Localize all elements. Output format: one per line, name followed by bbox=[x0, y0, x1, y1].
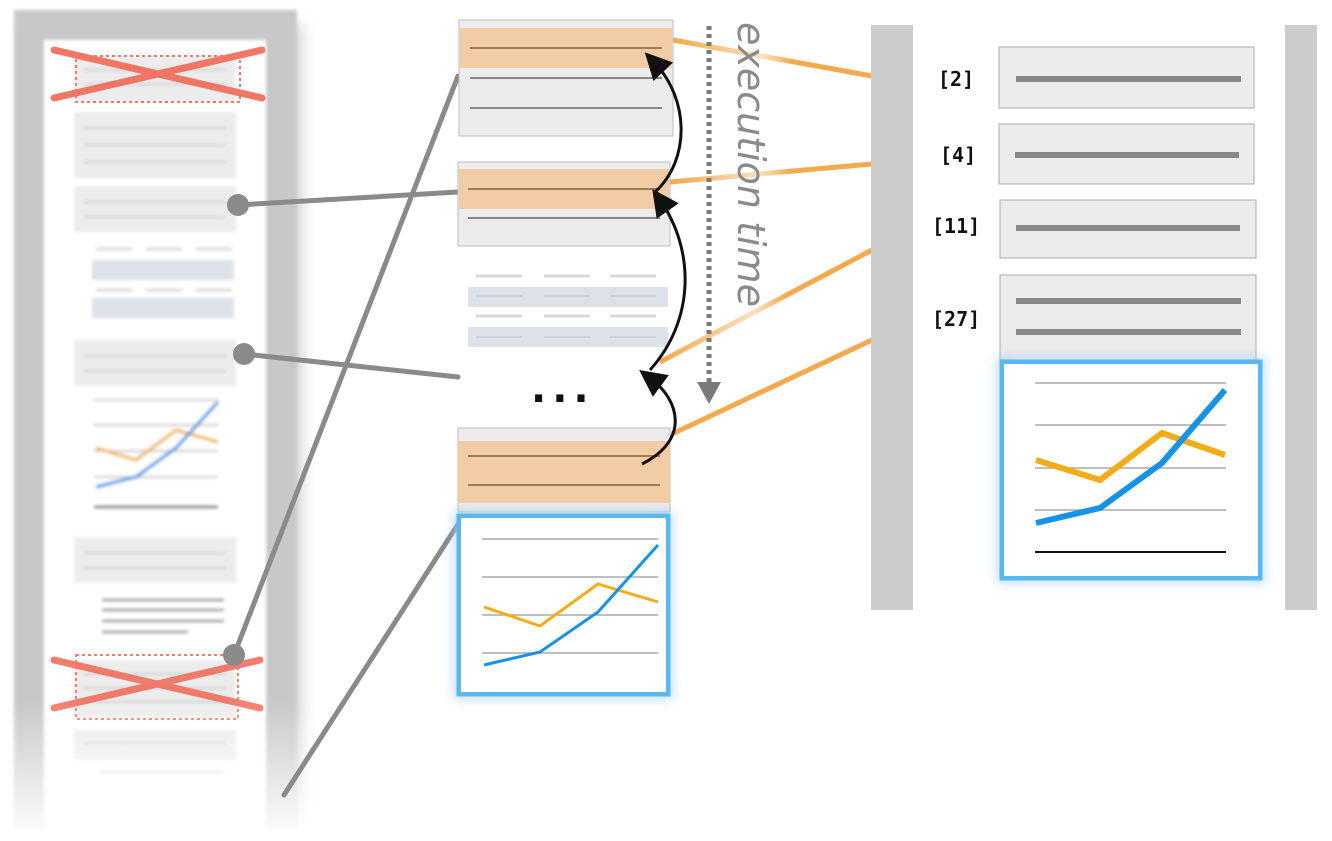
cell-label-11: [11] bbox=[932, 214, 980, 238]
gray-connectors bbox=[231, 73, 465, 798]
notebook-cell bbox=[74, 340, 236, 386]
full-notebook bbox=[0, 10, 330, 841]
execution-trace: ... execution time bbox=[456, 19, 773, 697]
trace-chart-series-yellow bbox=[483, 582, 659, 628]
execution-time-label: execution time bbox=[729, 22, 773, 307]
notebook-chart-output bbox=[94, 399, 220, 509]
orange-link-cell-27 bbox=[670, 337, 874, 437]
trace-table-output bbox=[468, 274, 668, 347]
execution-order-arrows bbox=[639, 52, 687, 466]
cell-label-4: [4] bbox=[940, 143, 976, 167]
notebook-cell bbox=[74, 537, 236, 583]
arrow-to-cell-2 bbox=[648, 188, 687, 372]
orange-link-cell-4 bbox=[669, 161, 873, 185]
orange-link-cell-2 bbox=[672, 37, 873, 79]
sliced-cell-27 bbox=[999, 274, 1257, 362]
connector-dots bbox=[223, 194, 255, 666]
connector-chart bbox=[281, 515, 465, 798]
arrow-to-cell-1 bbox=[644, 52, 683, 194]
sliced-chart-output[interactable] bbox=[999, 359, 1263, 581]
trace-chart-output[interactable] bbox=[456, 513, 671, 697]
orange-link-cell-11 bbox=[658, 247, 874, 365]
sliced-chart-series-yellow bbox=[1035, 429, 1226, 484]
ellipsis: ... bbox=[531, 366, 595, 412]
cell-label-2: [2] bbox=[938, 67, 974, 91]
orange-connectors bbox=[658, 37, 874, 437]
deleted-cell-mark-top bbox=[50, 46, 266, 103]
cell-label-27: [27] bbox=[932, 307, 980, 331]
connector-cell-3 bbox=[235, 189, 461, 208]
arrow-to-ellipsis bbox=[639, 370, 677, 466]
trace-cell-3-highlight bbox=[458, 441, 670, 503]
trace-chart-series-blue bbox=[483, 543, 660, 667]
connector-cell-bottom bbox=[231, 73, 461, 658]
notebook-cell bbox=[74, 186, 236, 232]
execution-time-axis: execution time bbox=[697, 22, 773, 404]
connector-cell-4 bbox=[241, 351, 461, 380]
sliced-notebook: [2] [4] [11] [27] bbox=[871, 25, 1317, 610]
sliced-chart-series-blue bbox=[1035, 388, 1228, 526]
